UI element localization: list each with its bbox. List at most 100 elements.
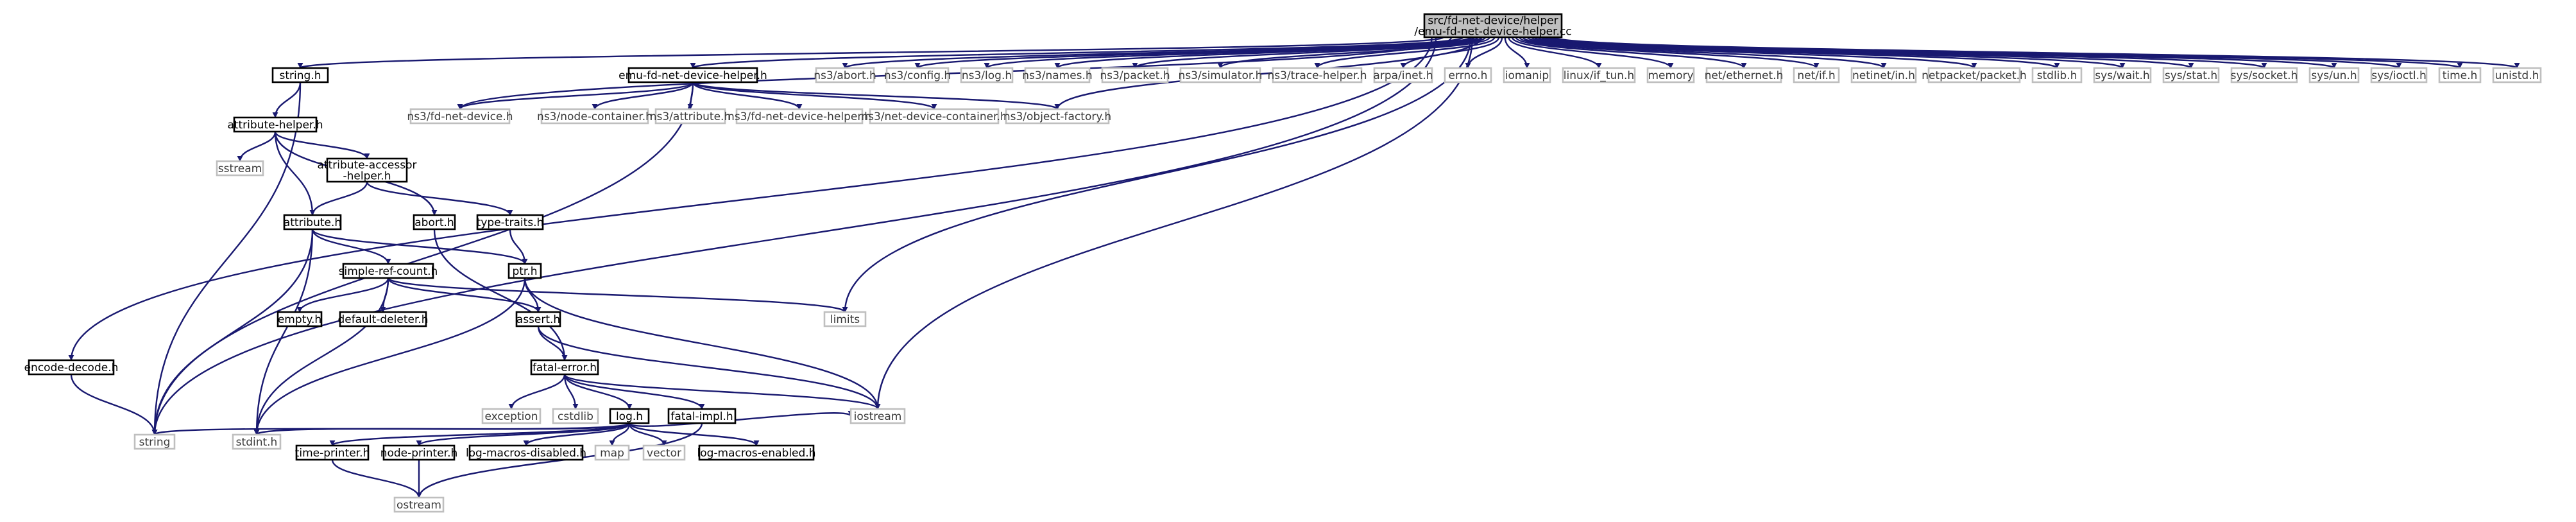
node-label: fatal-impl.h	[670, 410, 733, 423]
node-box	[326, 157, 408, 183]
node-box	[667, 408, 737, 424]
edge-accessor_helper-to-attribute_h	[309, 181, 368, 216]
node-ns3-log: ns3/log.h	[960, 67, 1014, 83]
node-fatal-impl[interactable]: fatal-impl.h	[667, 408, 737, 424]
edge-abort_h-to-fatal_error	[433, 229, 568, 361]
node-iostream: iostream	[849, 408, 906, 424]
node-simple-ref[interactable]: simple-ref-count.h	[339, 263, 438, 279]
node-label: cstdlib	[558, 410, 593, 423]
node-sstream: sstream	[216, 160, 264, 177]
node-time-printer[interactable]: time-printer.h	[295, 444, 370, 461]
edge-root-to-net_ethernet	[1515, 37, 1747, 69]
node-box	[1423, 13, 1563, 39]
node-label: type-traits.h	[477, 216, 544, 229]
node-label: log-macros-disabled.h	[466, 447, 586, 460]
node-box	[382, 444, 456, 461]
node-box	[271, 67, 329, 83]
edge-ptr_h-to-stdint_h	[253, 277, 526, 435]
node-string-h[interactable]: string.h	[271, 67, 329, 83]
node-node-printer[interactable]: node-printer.h	[380, 444, 458, 461]
edge-root-to-encode_decode	[68, 37, 1433, 361]
node-limits: limits	[823, 311, 867, 327]
node-sys-socket: sys/socket.h	[2230, 67, 2298, 83]
node-label: stdint.h	[236, 436, 278, 449]
node-label: string.h	[280, 69, 321, 82]
node-label: sys/ioctl.h	[2371, 69, 2427, 82]
node-box	[2308, 67, 2360, 83]
node-box	[1179, 67, 1261, 83]
node-label: unistd.h	[2495, 69, 2539, 82]
node-fatal-error[interactable]: fatal-error.h	[530, 359, 599, 376]
node-box	[508, 263, 542, 279]
edge-root-to-unistd_h	[1554, 36, 2520, 69]
node-type-traits[interactable]: type-traits.h	[476, 214, 544, 231]
node-label: sys/wait.h	[2095, 69, 2149, 82]
node-unistd-h: unistd.h	[2492, 67, 2542, 83]
edge-fatal_error-to-iostream	[563, 373, 881, 410]
node-ns3-abort: ns3/abort.h	[814, 67, 876, 83]
node-box	[2370, 67, 2428, 83]
node-sys-ioctl: sys/ioctl.h	[2370, 67, 2428, 83]
node-root: src/fd-net-device/helper/emu-fd-net-devi…	[1414, 13, 1572, 39]
node-box	[476, 214, 544, 231]
node-label: ns3/config.h	[884, 69, 951, 82]
edge-fatal_error-to-cstdlib	[563, 374, 579, 410]
node-log-h[interactable]: log.h	[609, 408, 650, 424]
edge-log_h-to-log_disabled	[523, 422, 631, 446]
node-box	[2492, 67, 2542, 83]
node-empty-h[interactable]: empty.h	[277, 311, 323, 327]
edge-root-to-ns3_packet	[1132, 36, 1487, 69]
edge-root-to-ns3_log	[984, 36, 1479, 69]
node-log-disabled[interactable]: log-macros-disabled.h	[466, 444, 586, 461]
edge-root-to-string	[151, 37, 1437, 435]
edge-ptr_h-to-iostream	[524, 277, 881, 410]
node-ns3-config: ns3/config.h	[884, 67, 951, 83]
node-box	[1562, 67, 1636, 83]
edge-attribute_h-to-stdint_h	[253, 229, 314, 435]
node-box	[1503, 67, 1551, 83]
edge-emu_h-to-ns3_object_factory	[692, 81, 1061, 110]
node-box	[609, 408, 650, 424]
node-assert-h[interactable]: assert.h	[515, 311, 561, 327]
node-box	[1705, 67, 1782, 83]
edge-root-to-if_tun	[1508, 37, 1602, 69]
node-label: emu-fd-net-device-helper.h	[618, 69, 767, 82]
node-box	[232, 433, 282, 450]
node-stdlib-h: stdlib.h	[2031, 67, 2083, 83]
node-label: time.h	[2443, 69, 2478, 82]
node-box	[2230, 67, 2298, 83]
node-emu-h[interactable]: emu-fd-net-device-helper.h	[618, 67, 767, 83]
edge-log_h-to-iostream	[628, 410, 854, 427]
edge-time_printer-to-ostream	[331, 459, 422, 498]
node-label: net/ethernet.h	[1705, 69, 1784, 82]
node-encode-decode[interactable]: encode-decode.h	[24, 359, 119, 376]
edge-log_h-to-stdint_h	[253, 422, 631, 436]
edge-root-to-iomanip	[1504, 37, 1530, 69]
edge-root-to-limits	[842, 37, 1472, 313]
node-label: ns3/log.h	[962, 69, 1012, 82]
node-label: ns3/abort.h	[814, 69, 876, 82]
node-abort-h[interactable]: abort.h	[413, 214, 456, 231]
node-ptr-h[interactable]: ptr.h	[508, 263, 542, 279]
edge-root-to-ns3_object_factory	[1054, 37, 1483, 110]
edge-root-to-errno_h	[1465, 37, 1503, 69]
edge-simple_ref-to-assert_h	[387, 277, 542, 313]
node-box	[540, 108, 649, 125]
node-label: linux/if_tun.h	[1564, 69, 1634, 82]
node-default-deleter[interactable]: default-deleter.h	[337, 311, 429, 327]
edge-assert_h-to-iostream	[537, 326, 881, 410]
node-attribute-h[interactable]: attribute.h	[283, 214, 342, 231]
node-label: sys/stat.h	[2165, 69, 2217, 82]
node-box	[413, 214, 456, 231]
node-label: iostream	[854, 410, 902, 423]
node-accessor-helper[interactable]: attribute-accessor-helper.h	[318, 157, 417, 183]
node-box	[277, 311, 323, 327]
node-box	[1101, 67, 1169, 83]
edge-string_h-to-attribute_helper	[272, 82, 302, 118]
node-box	[1850, 67, 1917, 83]
edge-root-to-arpa_inet	[1400, 37, 1500, 69]
edge-encode_decode-to-string	[70, 374, 158, 435]
node-attribute-helper[interactable]: attribute-helper.h	[227, 116, 323, 133]
node-label: netinet/in.h	[1852, 69, 1915, 82]
node-log-enabled[interactable]: log-macros-enabled.h	[697, 444, 816, 461]
